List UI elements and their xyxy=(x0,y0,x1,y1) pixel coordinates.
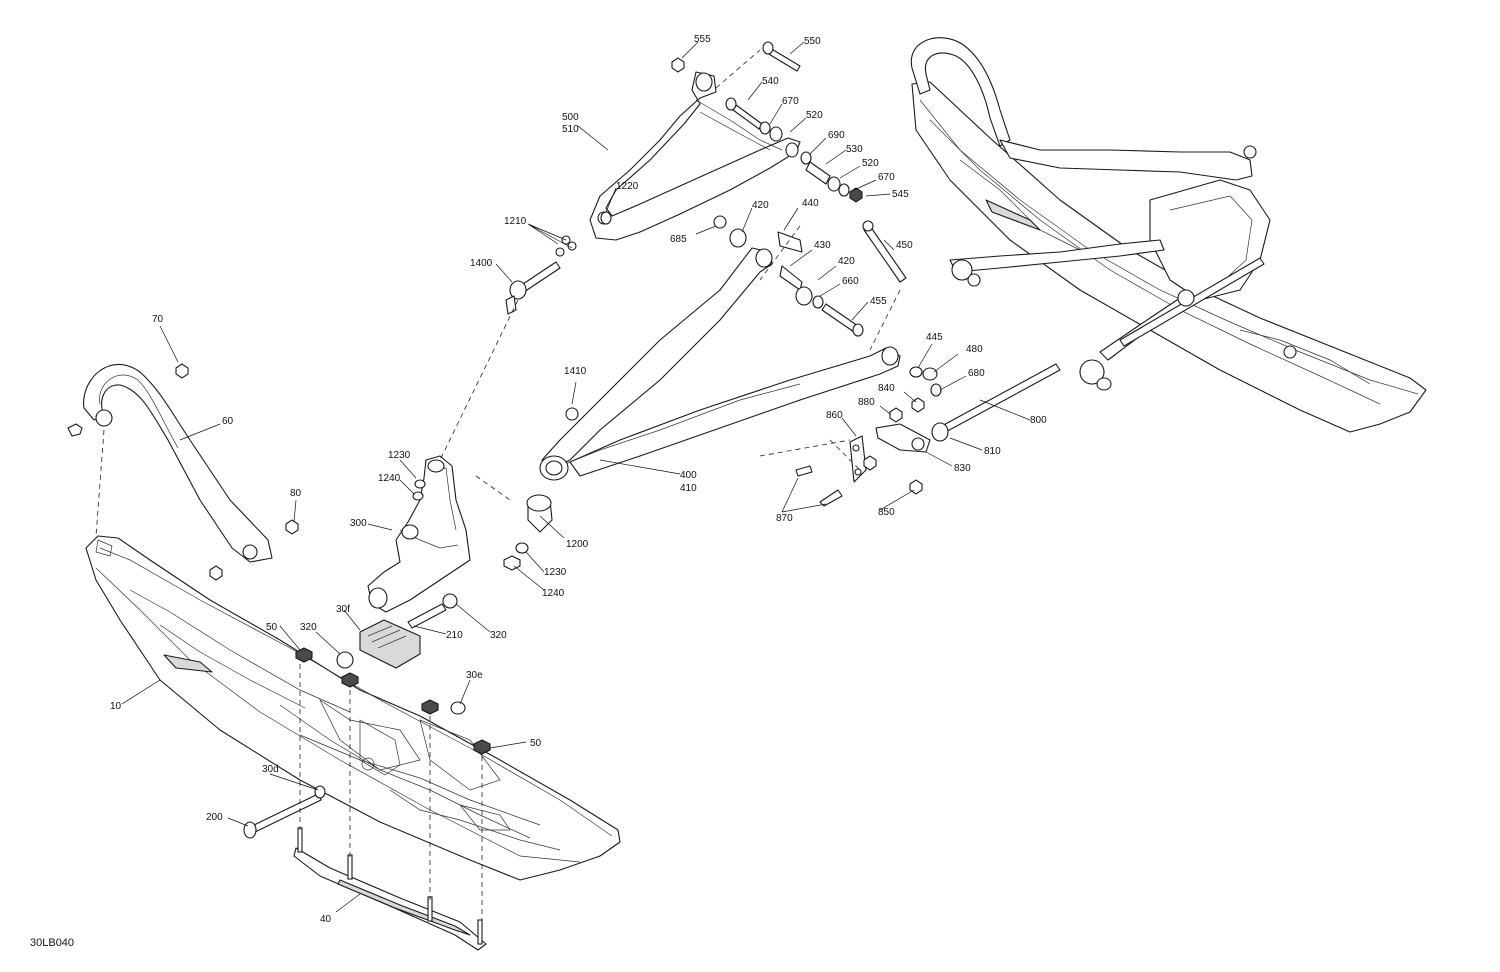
callout-870: 870 xyxy=(776,513,793,524)
callout-840: 840 xyxy=(878,383,895,394)
callout-410: 410 xyxy=(680,483,697,494)
pivot-bolt xyxy=(407,593,458,629)
callout-800: 800 xyxy=(1030,415,1047,426)
callout-690: 690 xyxy=(828,130,845,141)
callout-440: 440 xyxy=(802,198,819,209)
callout-860: 860 xyxy=(826,410,843,421)
callout-40: 40 xyxy=(320,914,332,925)
callout-520-b: 520 xyxy=(862,158,879,169)
callout-320-b: 320 xyxy=(490,630,507,641)
callout-545: 545 xyxy=(892,189,909,200)
callout-400: 400 xyxy=(680,470,697,481)
ski-stopper xyxy=(359,619,421,669)
callout-60: 60 xyxy=(222,416,234,427)
callout-50-b: 50 xyxy=(530,738,542,749)
callout-70: 70 xyxy=(152,314,164,325)
callout-830: 830 xyxy=(954,463,971,474)
callout-1230-b: 1230 xyxy=(544,567,567,578)
callout-810: 810 xyxy=(984,446,1001,457)
callout-320: 320 xyxy=(300,622,317,633)
callout-210: 210 xyxy=(446,630,463,641)
callout-30e: 30e xyxy=(466,670,483,681)
bolt-200 xyxy=(243,785,326,839)
callout-530: 530 xyxy=(846,144,863,155)
callout-420-b: 420 xyxy=(838,256,855,267)
callout-1210: 1210 xyxy=(504,216,527,227)
leader-lines xyxy=(121,41,1031,913)
callout-500: 500 xyxy=(562,112,579,123)
diagram-code: 30LB040 xyxy=(30,937,74,949)
callout-850: 850 xyxy=(878,507,895,518)
callout-880: 880 xyxy=(858,397,875,408)
callout-30d: 30d xyxy=(262,764,279,775)
ski-runner xyxy=(293,827,487,951)
callout-200: 200 xyxy=(206,812,223,823)
lower-a-arm xyxy=(539,247,901,481)
callout-10: 10 xyxy=(110,701,122,712)
callout-1240: 1240 xyxy=(378,473,401,484)
callout-670: 670 xyxy=(782,96,799,107)
callout-1230: 1230 xyxy=(388,450,411,461)
callout-1240-b: 1240 xyxy=(542,588,565,599)
callout-445: 445 xyxy=(926,332,943,343)
callout-300: 300 xyxy=(350,518,367,529)
sway-bar-linkage xyxy=(795,363,1061,507)
callout-540: 540 xyxy=(762,76,779,87)
callout-680: 680 xyxy=(968,368,985,379)
callout-1200: 1200 xyxy=(566,539,589,550)
callout-80: 80 xyxy=(290,488,302,499)
callout-430: 430 xyxy=(814,240,831,251)
callout-660: 660 xyxy=(842,276,859,287)
callout-1400: 1400 xyxy=(470,258,493,269)
callout-510: 510 xyxy=(562,124,579,135)
callout-420: 420 xyxy=(752,200,769,211)
callout-555: 555 xyxy=(694,34,711,45)
callout-480: 480 xyxy=(966,344,983,355)
callout-labels: 555 550 540 670 500 510 520 690 530 520 … xyxy=(110,34,1047,925)
callout-550: 550 xyxy=(804,36,821,47)
callout-50: 50 xyxy=(266,622,278,633)
assembly-lines xyxy=(95,49,901,924)
ski-nuts xyxy=(295,647,491,755)
assembled-ski xyxy=(910,37,1427,433)
callout-30f: 30f xyxy=(336,604,350,615)
ball-joint xyxy=(503,494,553,571)
lower-arm-hardware xyxy=(713,215,942,397)
callout-1410: 1410 xyxy=(564,366,587,377)
ski-body xyxy=(85,535,621,881)
callout-1220: 1220 xyxy=(616,181,639,192)
callout-450: 450 xyxy=(896,240,913,251)
callout-520: 520 xyxy=(806,110,823,121)
upper-arm-hardware xyxy=(600,41,863,225)
callout-685: 685 xyxy=(670,234,687,245)
ski-handle xyxy=(67,363,299,581)
spindle-300 xyxy=(367,455,471,613)
callout-670-b: 670 xyxy=(878,172,895,183)
upper-a-arm xyxy=(589,71,801,241)
callout-455: 455 xyxy=(870,296,887,307)
